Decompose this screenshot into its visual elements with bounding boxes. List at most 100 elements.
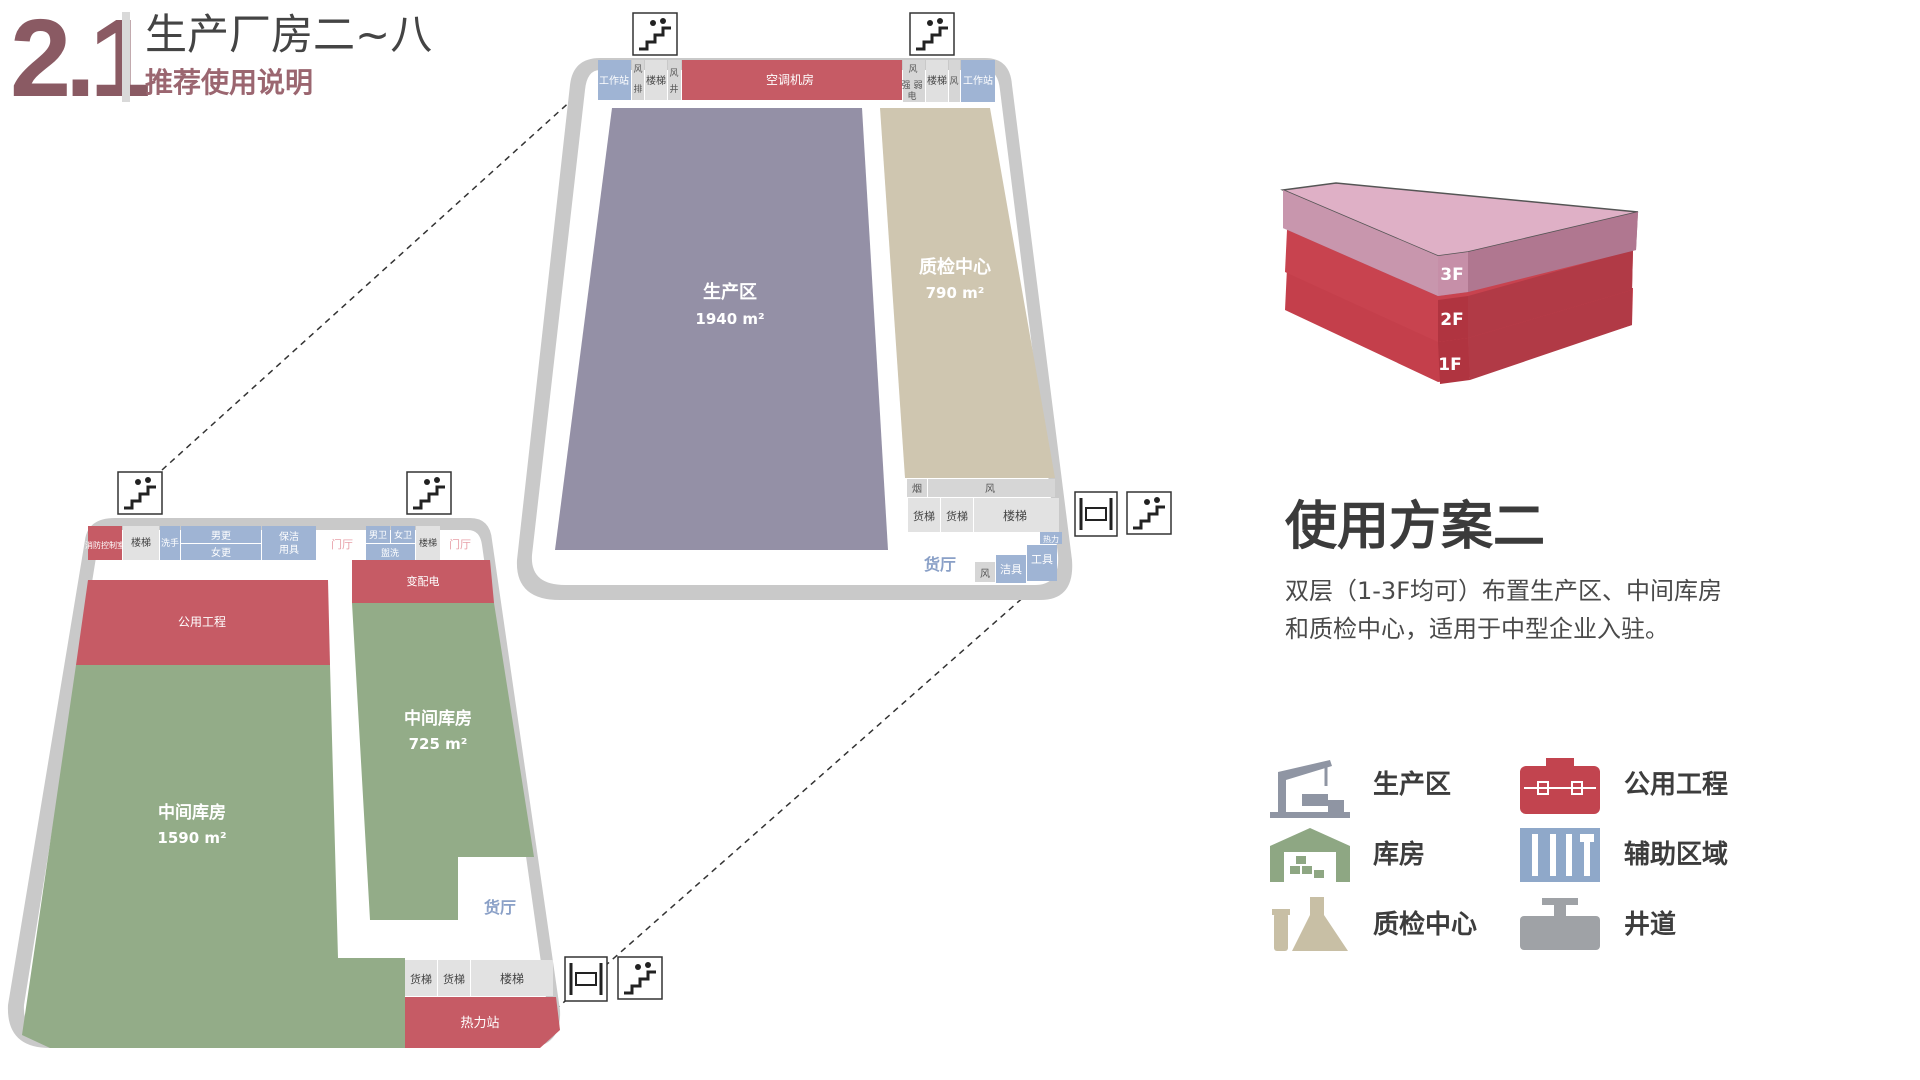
upper-stairs-right [926,60,948,102]
upper-tools-label: 工具 [1031,553,1053,566]
elevator-icon [1074,491,1118,537]
upper-workstation-right-label: 工作站 [963,74,993,87]
upper-stairs-left [645,60,667,100]
upper-wind-right-e: 风 [949,76,958,87]
lower-janitor-label2: 用具 [279,544,299,556]
lower-floor-plan: 消防控制室 楼梯 洗手 男更 女更 保洁 用具 门厅 男卫 女卫 盥洗 楼梯 门… [7,518,561,1048]
legend-qc: 质检中心 [1373,910,1478,940]
upper-wind-right-b: 强 [901,80,910,91]
stairs-icon [632,12,678,56]
connector-line-top [161,69,606,471]
upper-tools [1027,545,1057,581]
upper-wind-right-d: 电 [907,90,916,102]
toolbox-icon [1520,758,1600,814]
lower-utility-label: 公用工程 [178,614,226,629]
lower-stairs-left-label: 楼梯 [131,536,151,549]
lower-freight-lift-1-label: 货梯 [410,972,432,986]
lower-stairs-bottom-label: 楼梯 [500,971,524,986]
upper-freight-lift-1 [908,498,940,532]
legend-auxiliary: 辅助区域 [1624,840,1729,870]
scheme-title: 使用方案二 [1285,497,1546,557]
stairs-icon [406,471,452,515]
upper-heat-label: 热力 [1043,534,1059,544]
tools-icon [1520,828,1600,882]
upper-floor-plan: 工作站 风 排 楼梯 风 井 空调机房 风 强 弱 电 楼梯 风 工作站 生产区 [516,58,1073,600]
legend-production: 生产区 [1373,770,1452,800]
upper-stairs-bottom [974,498,1059,532]
crane-icon [1270,760,1350,818]
upper-shaft-left-a [632,60,644,100]
upper-freight-lift-2 [941,498,973,532]
upper-freight-lift-2-label: 货梯 [946,509,968,523]
lower-stairs-mid-label: 楼梯 [419,537,437,549]
upper-smoke-shaft [907,479,927,497]
warehouse-icon [1270,828,1350,882]
upper-shaft-right-a [903,60,925,102]
upper-wind-right-c: 弱 [913,80,922,91]
upper-qc-area-value: 790 m² [926,284,985,302]
flask-icon [1272,897,1348,951]
upper-cleaning [996,555,1026,583]
lower-freight-lift-1 [405,960,437,996]
lower-women-wc-label: 女卫 [394,529,412,541]
lower-women-wc [391,526,415,543]
lower-women-change [181,544,261,560]
scheme-description-line2: 和质检中心，适用于中型企业入驻。 [1285,615,1669,644]
upper-cleaning-label: 洁具 [1000,563,1022,576]
lower-janitor-label: 保洁 [279,530,299,543]
scheme-description: 双层（1-3F均可）布置生产区、中间库房 和质检中心，适用于中型企业入驻。 [1285,572,1755,649]
lower-freight-lift-2 [438,960,470,996]
upper-smoke-label: 烟 [912,482,922,495]
upper-heat [1040,532,1062,544]
upper-qc-name: 质检中心 [919,256,991,278]
connector-line-bottom [554,564,1061,1011]
page-title: 生产厂房二~八 [145,10,433,59]
lower-heat-station [405,997,560,1048]
stairs-icon [909,12,955,56]
lower-wash-label: 洗手 [161,537,179,549]
lower-lobby-right: 门厅 [449,537,471,551]
page-subtitle: 推荐使用说明 [145,66,314,99]
lower-women-change-label: 女更 [211,546,231,559]
floor-3f: 3F [1280,182,1639,296]
upper-wind-small-label: 风 [980,568,990,580]
upper-production-name: 生产区 [703,281,757,303]
lower-cargo-hall: 货厅 [484,898,516,917]
lower-power-label: 变配电 [407,574,440,588]
legend-warehouse: 库房 [1373,840,1426,870]
elevator-icon [564,956,608,1002]
scheme-description-line1: 双层（1-3F均可）布置生产区、中间库房 [1285,577,1723,605]
legend-utility: 公用工程 [1624,770,1729,800]
lower-warehouse-right-name: 中间库房 [404,708,472,729]
upper-workstation-right [961,60,995,102]
pipe-valve-icon [1520,898,1600,950]
upper-workstation-left [598,60,631,100]
lower-freight-lift-2-label: 货梯 [443,972,465,986]
floor-2f-label: 2F [1440,310,1463,330]
upper-wind-small-shaft [975,562,995,582]
upper-stairs-right-label: 楼梯 [927,74,947,87]
lower-washroom [366,544,415,560]
lower-warehouse-left-name: 中间库房 [158,802,226,823]
lower-stairs-left [123,526,159,560]
lower-warehouse-left [22,665,405,1048]
lower-utility [76,580,330,665]
floor-stack: 1F 2F 3F [1280,182,1639,384]
lower-stairs-bottom [471,960,553,996]
lower-lobby-left: 门厅 [331,537,353,551]
lower-men-wc-label: 男卫 [369,530,387,541]
lower-men-wc [366,526,390,543]
lower-men-change-label: 男更 [211,530,231,542]
lower-warehouse-right [352,603,534,920]
upper-workstation-left-label: 工作站 [599,74,629,87]
lower-men-change [181,526,261,543]
upper-wind-left-c: 风 [669,68,678,79]
upper-wind-left-a: 风 [633,64,642,75]
lower-janitor [262,526,316,560]
floor-3f-label: 3F [1440,265,1463,285]
lower-fire-control [88,526,122,560]
upper-wind-left-b: 排 [633,83,642,95]
upper-stairs-left-label: 楼梯 [646,74,666,87]
lower-wash [160,526,180,560]
